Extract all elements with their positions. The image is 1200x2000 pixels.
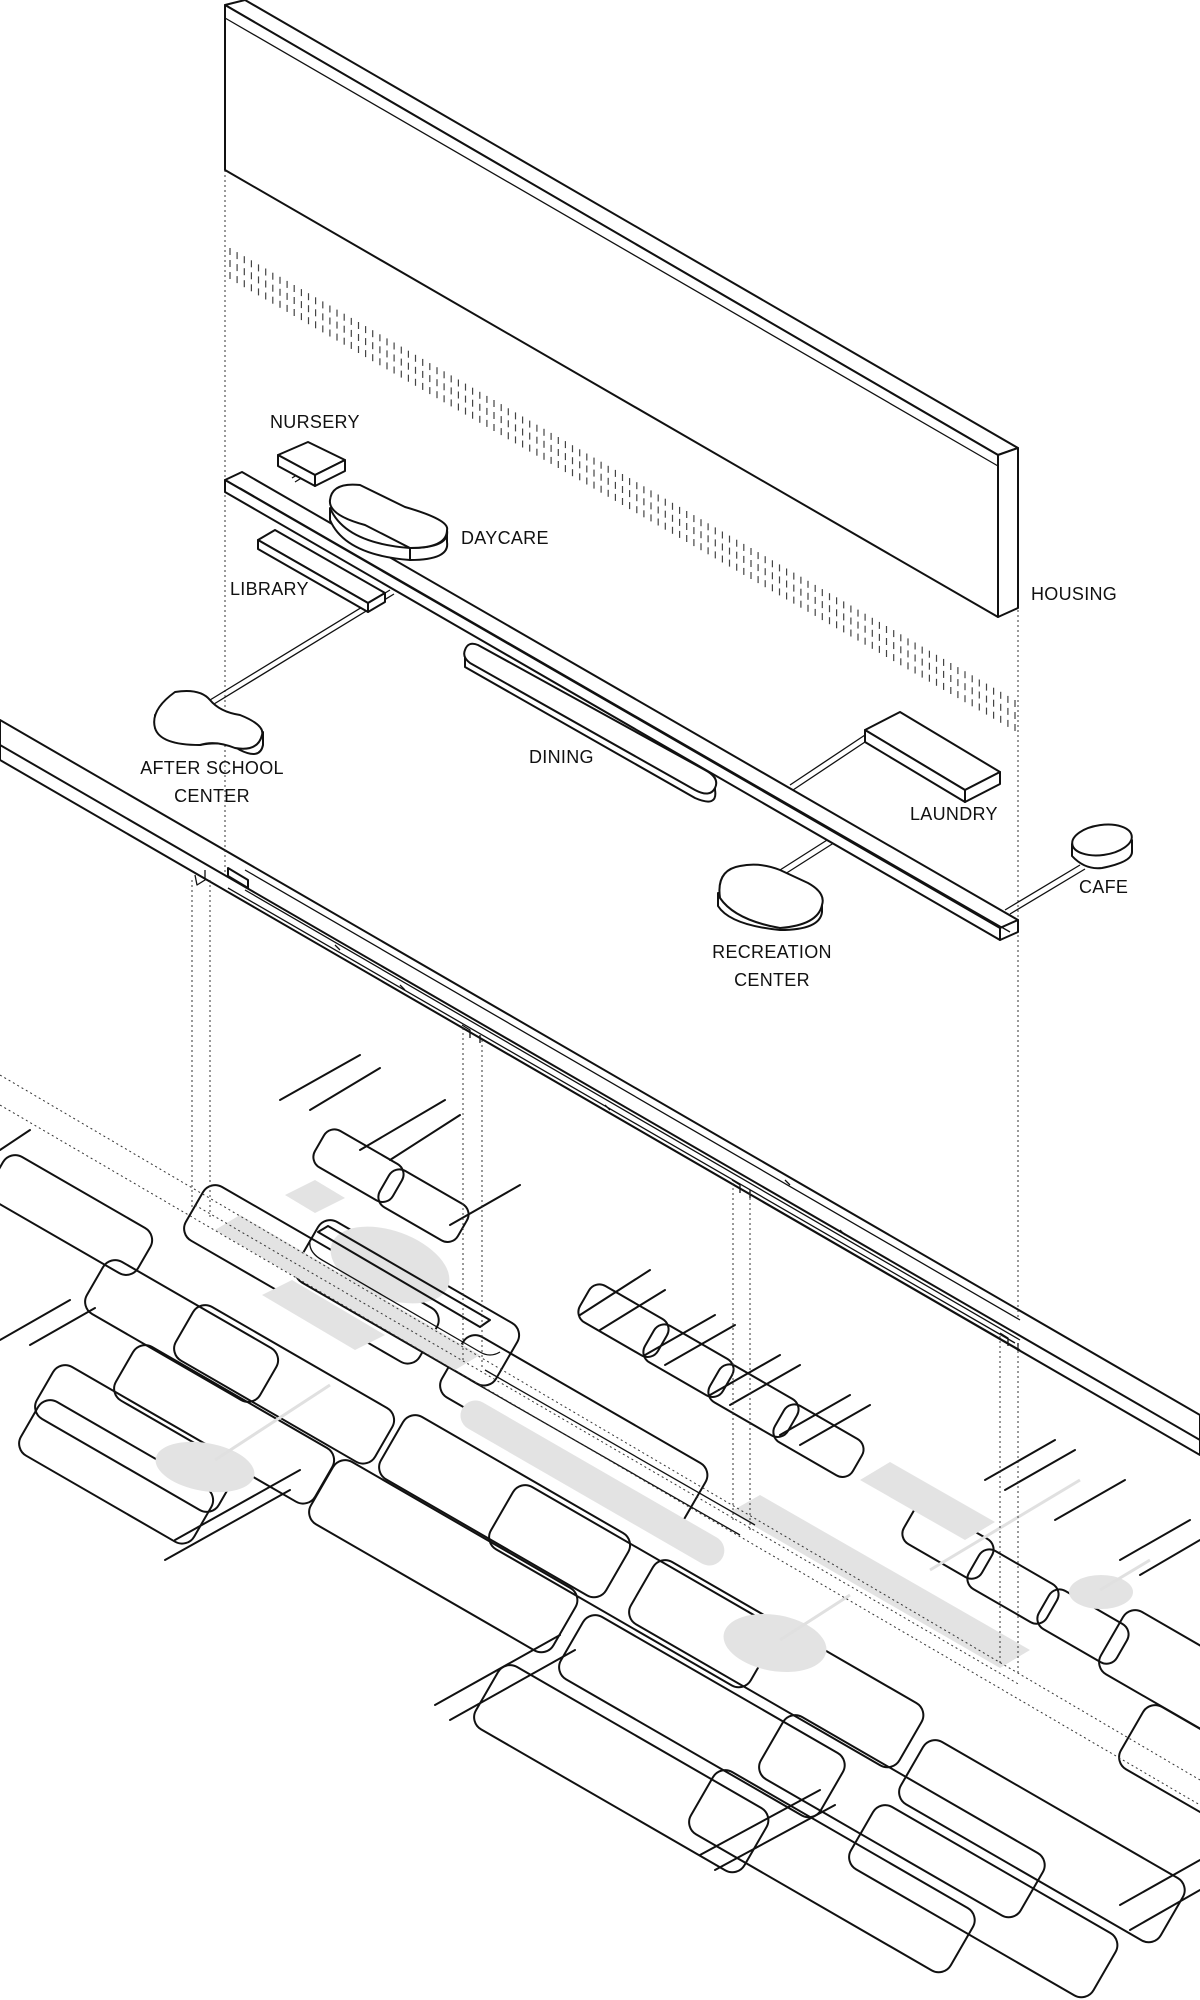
city-block (34, 1364, 238, 1513)
transit-bar (0, 719, 1200, 1456)
footprint-library (262, 1280, 385, 1350)
city-block (312, 1128, 405, 1203)
footprint-recreation (723, 1613, 827, 1673)
after-school-node (153, 690, 264, 755)
city-block (0, 1154, 154, 1276)
daycare-node (328, 483, 449, 561)
city-block (173, 1304, 396, 1465)
housing-hatch (229, 248, 1016, 731)
vertical-projection-lines (191, 170, 1019, 1675)
label-nursery: NURSERY (270, 412, 360, 432)
label-housing: HOUSING (1031, 584, 1118, 604)
city-block (308, 1459, 579, 1654)
city-block (558, 1614, 846, 1819)
city-block (758, 1714, 1046, 1919)
label-recreation-line-1: RECREATION (712, 942, 832, 962)
city-block (577, 1283, 670, 1358)
city-block (1098, 1609, 1200, 1744)
city-block (772, 1403, 865, 1478)
label-after-school-line-2: CENTER (174, 786, 250, 806)
recreation-node (717, 863, 824, 931)
label-daycare: DAYCARE (461, 528, 549, 548)
city-block (377, 1168, 470, 1243)
label-recreation-line-2: CENTER (734, 970, 810, 990)
city-block (966, 1548, 1060, 1625)
city-block (378, 1414, 632, 1599)
city-block (84, 1259, 280, 1403)
cafe-node (1071, 823, 1133, 870)
city-block (707, 1363, 800, 1438)
footprint-spine-east (730, 1495, 1030, 1668)
footprint-nursery (285, 1180, 345, 1213)
ground-footprints (155, 1180, 1151, 1673)
label-cafe: CAFE (1079, 877, 1129, 897)
label-after-school: AFTER SCHOOL CENTER (140, 754, 284, 810)
laundry-node (864, 711, 1001, 803)
city-block (1118, 1704, 1200, 1834)
footprint-dining (460, 1400, 725, 1566)
program-spine (153, 441, 1133, 941)
footprint-cafe (1069, 1575, 1133, 1609)
city-block (688, 1769, 976, 1974)
footprint-after-school (155, 1441, 255, 1493)
city-block (473, 1664, 770, 1874)
label-library: LIBRARY (230, 579, 309, 599)
label-after-school-line-1: AFTER SCHOOL (140, 758, 284, 778)
footprint-spine-west (215, 1215, 480, 1370)
ground-dotted-lines (0, 1074, 1200, 1806)
street-edges (0, 1054, 1200, 1931)
label-dining: DINING (529, 747, 594, 767)
label-recreation: RECREATION CENTER (712, 938, 832, 994)
city-block (642, 1323, 735, 1398)
housing-slab (224, 0, 1019, 618)
label-laundry: LAUNDRY (910, 804, 998, 824)
dining-node (463, 642, 718, 803)
footprint-laundry (860, 1462, 995, 1540)
city-block (18, 1399, 215, 1545)
city-block (898, 1739, 1186, 1944)
city-block (848, 1804, 1119, 1999)
ground-plane-blocks (0, 1128, 1200, 1999)
